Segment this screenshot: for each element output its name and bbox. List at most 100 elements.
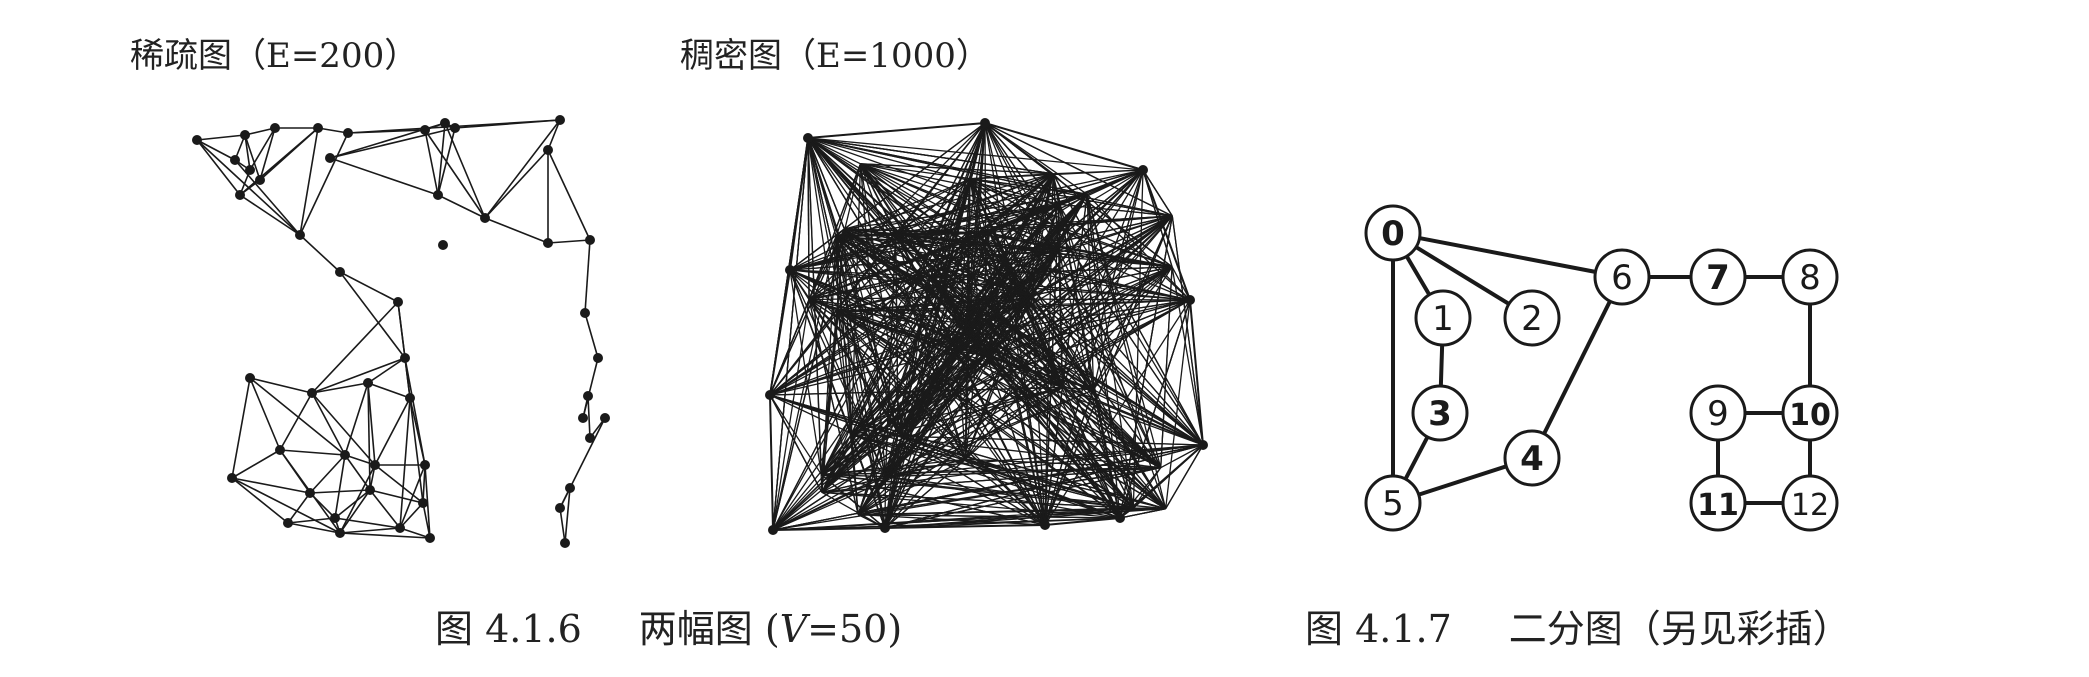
dense-edge — [859, 163, 959, 352]
dense-edge — [789, 269, 1063, 389]
dense-edge — [772, 295, 1032, 531]
sparse-edge — [239, 127, 319, 196]
dense-vertex — [785, 265, 795, 275]
dense-edge — [807, 122, 986, 139]
sparse-vertex — [480, 213, 490, 223]
sparse-vertex — [270, 123, 280, 133]
sparse-edge — [244, 134, 251, 171]
dense-edge — [969, 178, 1027, 300]
dense-edge — [835, 236, 887, 477]
dense-graph-vertices — [765, 118, 1208, 535]
dense-edge — [820, 178, 971, 475]
dense-edge — [807, 137, 853, 435]
dense-edge — [789, 122, 986, 271]
sparse-edge — [311, 301, 399, 394]
bipartite-node-label: 5 — [1382, 484, 1404, 524]
dense-edge — [984, 122, 1162, 468]
dense-edge — [1058, 193, 1088, 205]
sparse-vertex — [245, 165, 255, 175]
figure-4-1-6-caption: 图 4.1.6 两幅图 (V=50) — [435, 598, 902, 653]
bipartite-node-circle — [1781, 384, 1839, 442]
dense-edge — [1044, 517, 1121, 526]
dense-edge — [884, 351, 959, 529]
dense-edge — [1142, 169, 1191, 301]
sparse-edge — [317, 127, 349, 134]
dense-edge — [789, 269, 1094, 391]
sparse-vertex — [600, 413, 610, 423]
sparse-vertex — [227, 473, 237, 483]
dense-edge — [821, 474, 886, 529]
sparse-edge — [444, 122, 486, 219]
dense-edge — [772, 137, 809, 531]
dense-edge — [772, 444, 1204, 531]
sparse-edge — [231, 449, 281, 479]
dense-edge — [895, 233, 1046, 526]
dense-edge — [843, 228, 1046, 526]
sparse-edge — [369, 489, 424, 504]
dense-edge — [851, 434, 966, 461]
sparse-edge — [311, 392, 376, 466]
dense-edge — [1008, 203, 1060, 270]
sparse-vertex — [235, 190, 245, 200]
bipartite-node-label: 12 — [1791, 488, 1829, 523]
sparse-vertex — [343, 128, 353, 138]
bipartite-node-4: 4 — [1503, 429, 1561, 487]
dense-vertex — [1185, 295, 1195, 305]
sparse-graph-vertices — [192, 115, 610, 548]
sparse-vertex — [420, 460, 430, 470]
bipartite-node-circle — [1689, 248, 1747, 306]
sparse-graph-title: 稀疏图（E=200） — [130, 36, 419, 76]
dense-edge — [885, 475, 1121, 519]
dense-edge — [1189, 299, 1204, 446]
dense-edge — [895, 233, 1162, 469]
sparse-vertex — [580, 308, 590, 318]
dense-edge — [964, 233, 979, 332]
dense-edge — [808, 163, 862, 300]
dense-edge — [808, 299, 859, 515]
bipartite-node-label: 1 — [1432, 299, 1454, 339]
sparse-edge — [424, 129, 486, 219]
dense-edge — [1044, 169, 1144, 526]
dense-edge — [984, 122, 1060, 205]
dense-edge — [970, 215, 1173, 311]
bipartite-node-label: 7 — [1706, 258, 1730, 298]
sparse-edge — [196, 139, 241, 196]
dense-edge — [860, 163, 1054, 175]
dense-edge — [769, 394, 774, 531]
dense-edge — [1030, 295, 1204, 446]
dense-edge — [835, 236, 967, 460]
bipartite-node-label: 2 — [1521, 299, 1543, 339]
sparse-vertex — [295, 230, 305, 240]
dense-edge — [772, 299, 810, 531]
dense-edge — [1044, 389, 1095, 526]
dense-edge — [789, 269, 958, 352]
bipartite-node-circle — [1781, 474, 1839, 532]
sparse-edge — [196, 134, 246, 141]
bipartite-node-circle — [1503, 289, 1561, 347]
sparse-edge — [454, 119, 561, 129]
dense-edge — [970, 173, 1054, 180]
sparse-edge — [239, 194, 301, 236]
dense-edge — [769, 269, 791, 396]
dense-edge — [970, 178, 1173, 217]
dense-vertex — [1138, 165, 1148, 175]
dense-edge — [837, 311, 1166, 510]
dense-edge — [965, 458, 1121, 519]
sparse-vertex — [400, 353, 410, 363]
bipartite-node-label: 8 — [1799, 258, 1821, 298]
sparse-edge — [339, 532, 431, 539]
bipartite-node-2: 2 — [1503, 289, 1561, 347]
dense-edge — [1160, 266, 1173, 468]
bipartite-node-label: 9 — [1707, 394, 1729, 434]
dense-edge — [769, 173, 1054, 396]
dense-edge — [807, 137, 971, 311]
sparse-vertex — [395, 523, 405, 533]
dense-edge — [821, 350, 959, 493]
sparse-vertex — [450, 123, 460, 133]
bipartite-node-5: 5 — [1364, 474, 1422, 532]
dense-edge — [789, 137, 809, 271]
dense-edge — [821, 444, 1204, 493]
dense-edge — [850, 173, 1054, 436]
dense-vertex — [880, 523, 890, 533]
